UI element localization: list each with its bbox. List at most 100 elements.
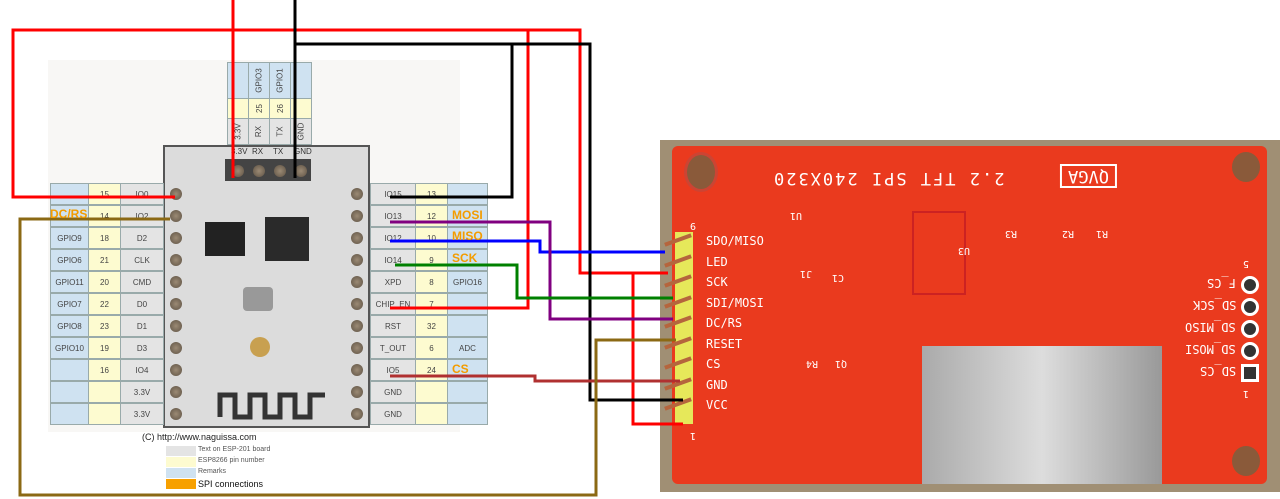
- header-pin: [351, 364, 363, 376]
- board-text-cell: GND: [370, 381, 416, 403]
- board-text-cell: IO2: [120, 205, 164, 227]
- board-text-cell: XPD: [370, 271, 416, 293]
- crystal: [243, 287, 273, 311]
- remark-cell: GPIO16: [447, 271, 488, 293]
- header-pin: [253, 165, 265, 177]
- wire-miso: [390, 239, 665, 254]
- board-text-cell: IO0: [120, 183, 164, 205]
- legend-label: Remarks: [198, 468, 227, 475]
- wire-dc-rs: [18, 217, 676, 497]
- remark-cell: [447, 183, 488, 205]
- header-pin: [170, 298, 182, 310]
- wire-ground-io15: [390, 44, 514, 199]
- sd-pin-pad: [1241, 276, 1259, 294]
- remark-cell: GPIO10: [50, 337, 89, 359]
- legend-swatch: [166, 468, 196, 478]
- board-text-cell: CLK: [120, 249, 164, 271]
- wire-power-chip-en: [390, 30, 530, 310]
- header-pin: [170, 276, 182, 288]
- tft-pin-label: SDI/MOSI: [706, 295, 764, 310]
- tft-pin-label: SCK: [706, 275, 728, 289]
- remark-cell: [447, 315, 488, 337]
- tft-pin-label: CS: [706, 357, 721, 371]
- legend-swatch: [166, 457, 196, 467]
- board-text-cell: D0: [120, 293, 164, 315]
- header-pin: [170, 254, 182, 266]
- remark-cell: [447, 381, 488, 403]
- board-text-cell: CMD: [120, 271, 164, 293]
- legend-label: SPI connections: [198, 479, 264, 489]
- board-text-cell: D1: [120, 315, 164, 337]
- header-pin: [351, 320, 363, 332]
- header-pin: [351, 298, 363, 310]
- remark-cell: [447, 403, 488, 425]
- board-text-cell: D3: [120, 337, 164, 359]
- header-pin: [351, 342, 363, 354]
- tft-pin-label: SDO/MISO: [706, 234, 764, 248]
- remark-cell: GPIO7: [50, 293, 89, 315]
- remark-cell: GPIO9: [50, 227, 89, 249]
- chip-esp8266: [265, 217, 309, 261]
- board-silk-label: GND: [294, 147, 312, 156]
- mount-hole: [1232, 446, 1260, 476]
- legend-swatch: [166, 479, 196, 489]
- sd-pin-pad: [1241, 298, 1259, 316]
- header-pin: [295, 165, 307, 177]
- board-text-cell: IO4: [120, 359, 164, 381]
- header-pin: [351, 408, 363, 420]
- wire-mosi: [390, 220, 673, 321]
- board-text-cell: RST: [370, 315, 416, 337]
- sd-pin-pad: [1241, 320, 1259, 338]
- header-pin: [274, 165, 286, 177]
- mount-hole: [684, 152, 718, 192]
- tft-pin-label: DC/RS: [706, 316, 743, 330]
- tft-board: 2.2 TFT SPI 240X320 QVGA: [672, 146, 1267, 484]
- copyright: (C) http://www.naguissa.com: [142, 432, 257, 442]
- wire-power-io0-led: [11, 28, 668, 275]
- board-text-cell: 3.3V: [120, 381, 164, 403]
- sd-pin-pad: [1241, 364, 1259, 382]
- mount-hole: [1232, 152, 1260, 182]
- header-pin: [170, 320, 182, 332]
- tft-pin-label: RESET: [706, 336, 743, 351]
- board-silk-label: RX: [252, 147, 264, 156]
- header-pin: [170, 210, 182, 222]
- board-text-cell: 3.3V: [120, 403, 164, 425]
- header-pin: [170, 364, 182, 376]
- header-pin: [351, 232, 363, 244]
- board-silk-label: 3.3V: [231, 147, 248, 156]
- header-pin: [170, 408, 182, 420]
- remark-cell: GPIO11: [50, 271, 89, 293]
- board-text-cell: IO12: [370, 227, 416, 249]
- legend-label: ESP8266 pin number: [198, 457, 265, 464]
- header-pin: [170, 232, 182, 244]
- pin-number-cell: 19: [88, 337, 121, 359]
- header-pin: [351, 210, 363, 222]
- remark-cell: [447, 227, 488, 249]
- top-header: [225, 159, 311, 181]
- esp-board-body: [163, 145, 370, 428]
- legend-label: Text on ESP-201 board: [198, 446, 271, 453]
- board-silk-label: TX: [273, 147, 284, 156]
- wire-power-vcc: [631, 273, 683, 426]
- pcb-antenna: [217, 392, 325, 420]
- pin-number-cell: 23: [88, 315, 121, 337]
- header-pin: [351, 254, 363, 266]
- wire-ground-tft: [295, 42, 683, 402]
- wire-sck: [395, 263, 673, 300]
- label-dc-rs: DC/RS: [50, 207, 88, 221]
- tft-pin-label: VCC: [706, 398, 728, 412]
- label-miso: MISO: [452, 229, 483, 243]
- header-pin: [170, 386, 182, 398]
- ic-u3: [912, 211, 966, 295]
- header-pin: [170, 342, 182, 354]
- tft-pin-label: GND: [706, 377, 728, 392]
- pin-number-cell: 14: [88, 205, 121, 227]
- pin-number-cell: 22: [88, 293, 121, 315]
- board-text-cell: D2: [120, 227, 164, 249]
- chip-flash: [205, 222, 245, 256]
- remark-cell: ADC: [447, 337, 488, 359]
- tft-pin-label: LED: [706, 254, 728, 269]
- sd-card-slot: [922, 346, 1162, 484]
- header-pin: [351, 188, 363, 200]
